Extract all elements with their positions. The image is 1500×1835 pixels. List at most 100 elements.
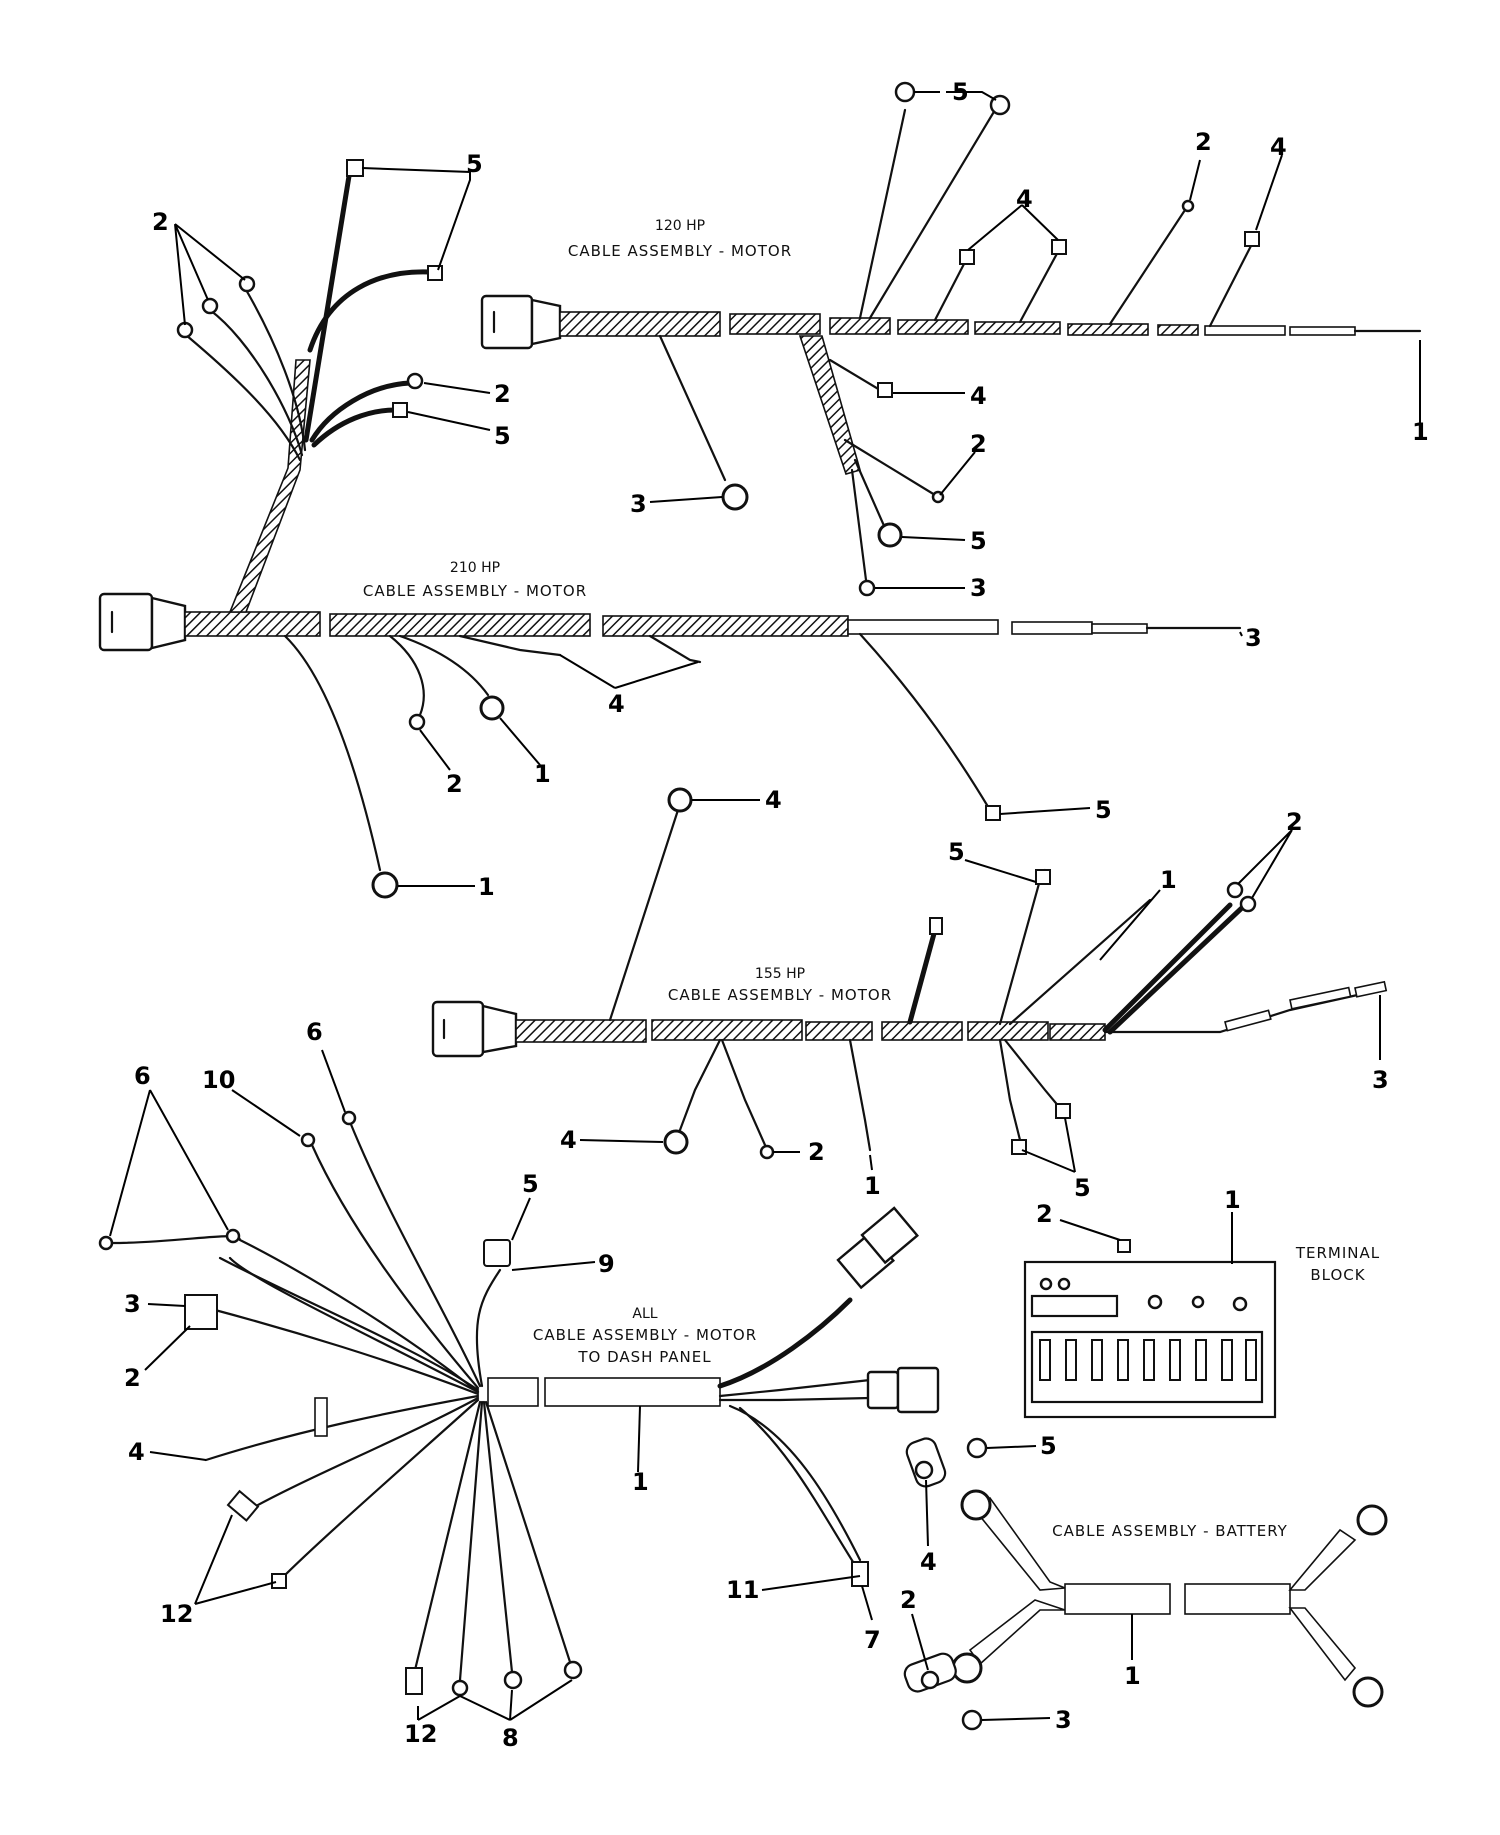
screw-icon (1117, 1239, 1131, 1253)
screw-hole (1232, 1296, 1248, 1312)
tube-segment (1011, 621, 1093, 635)
ring-terminal-icon (858, 579, 876, 597)
callout: 1 (632, 1468, 649, 1496)
tube-segment (1354, 980, 1388, 998)
callout: 5 (1095, 796, 1112, 824)
leader-line (869, 1154, 873, 1171)
spade-terminal-icon (1035, 869, 1051, 885)
ring-terminal-icon (1352, 1676, 1384, 1708)
ring-terminal-icon (663, 1129, 689, 1155)
ring-terminal-icon (201, 297, 219, 315)
battery-lead (1288, 1607, 1357, 1682)
tube-segment (1204, 325, 1286, 336)
callout: 2 (152, 208, 169, 236)
leader-line (1239, 631, 1243, 637)
callout: 4 (765, 786, 782, 814)
ring-terminal-icon (341, 1110, 357, 1126)
leader-line (149, 1451, 207, 1461)
leader-line (417, 1695, 461, 1721)
callout: 1 (1160, 866, 1177, 894)
leader-line (1189, 159, 1201, 201)
sheath-branch (798, 335, 861, 475)
sheath-segment (1157, 324, 1199, 336)
callout: 6 (134, 1062, 151, 1090)
leader-line (511, 1261, 596, 1271)
battery-lead (968, 1599, 1066, 1666)
spade-terminal-icon (877, 382, 893, 398)
spade-terminal-icon (226, 1489, 260, 1522)
callout: 10 (202, 1066, 235, 1094)
callout: 7 (864, 1626, 881, 1654)
ring-terminal-icon (371, 871, 399, 899)
screw-hole (1039, 1277, 1053, 1291)
nut-icon (961, 1709, 983, 1731)
callout: 4 (128, 1438, 145, 1466)
screw-hole (1191, 1295, 1205, 1309)
callout: 4 (920, 1548, 937, 1576)
callout: 3 (1055, 1706, 1072, 1734)
leader-line (901, 536, 966, 541)
callout: 5 (948, 838, 965, 866)
callout: 3 (1372, 1066, 1389, 1094)
leader-line (579, 1139, 664, 1143)
callout: 2 (1036, 1200, 1053, 1228)
callout: 2 (494, 380, 511, 408)
terminal-block-line2: BLOCK (1310, 1266, 1365, 1284)
callout: 5 (494, 422, 511, 450)
leader-line (1255, 154, 1283, 231)
leader-line (964, 859, 1037, 883)
connector-plug-icon (431, 1000, 518, 1058)
assembly-battery-title: CABLE ASSEMBLY - BATTERY (1052, 1522, 1288, 1540)
leader-line (911, 1613, 929, 1671)
ring-terminal-icon (98, 1235, 114, 1251)
callout: 5 (970, 527, 987, 555)
leader-line (144, 1325, 191, 1371)
callout: 3 (970, 574, 987, 602)
sheath-segment (602, 615, 849, 637)
callout: 1 (1412, 418, 1429, 446)
spade-terminal-icon (346, 159, 364, 177)
tube-segment (544, 1377, 721, 1407)
callout: 3 (630, 490, 647, 518)
leader-line (981, 1717, 1051, 1721)
assembly-all-line2: CABLE ASSEMBLY - MOTOR (533, 1326, 757, 1344)
tube-segment (1224, 1009, 1272, 1032)
leader-line (649, 496, 723, 503)
leader-line (637, 1405, 641, 1473)
callout: 1 (478, 873, 495, 901)
assembly-210hp: 210 HP CABLE ASSEMBLY - MOTOR (98, 150, 1262, 901)
leader-line (861, 1585, 873, 1621)
spade-terminal-icon (1244, 231, 1260, 247)
ring-terminal-icon (960, 1489, 992, 1521)
callout: 6 (306, 1018, 323, 1046)
callout: 5 (1040, 1432, 1057, 1460)
sheath-segment (967, 1021, 1049, 1041)
assembly-120hp-title: CABLE ASSEMBLY - MOTOR (568, 242, 792, 260)
leader-line (1021, 1117, 1076, 1173)
assembly-120hp-hp: 120 HP (655, 218, 705, 234)
callout: 2 (1195, 128, 1212, 156)
battery-lead (1288, 1528, 1357, 1591)
terminal-screws (1039, 1339, 1257, 1381)
ring-terminal-icon (176, 321, 194, 339)
ring-terminal-icon (406, 372, 424, 390)
callout: 1 (534, 760, 551, 788)
callout: 5 (1074, 1174, 1091, 1202)
leader-line (109, 1089, 229, 1237)
callout: 4 (1270, 133, 1287, 161)
callout: 2 (900, 1586, 917, 1614)
leader-line (419, 729, 451, 771)
ring-terminal-icon (877, 522, 903, 548)
callout: 4 (560, 1126, 577, 1154)
spade-terminal-icon (851, 1561, 869, 1587)
callout: 9 (598, 1250, 615, 1278)
ring-terminal-icon (479, 695, 505, 721)
sheath-segment (329, 613, 591, 637)
spade-terminal-icon (959, 249, 975, 265)
callout: 4 (608, 690, 625, 718)
callout: 12 (404, 1720, 437, 1748)
connector-plug-icon (483, 1239, 511, 1267)
ring-terminal-icon (300, 1132, 316, 1148)
callout: 5 (466, 150, 483, 178)
callout: 5 (952, 78, 969, 106)
